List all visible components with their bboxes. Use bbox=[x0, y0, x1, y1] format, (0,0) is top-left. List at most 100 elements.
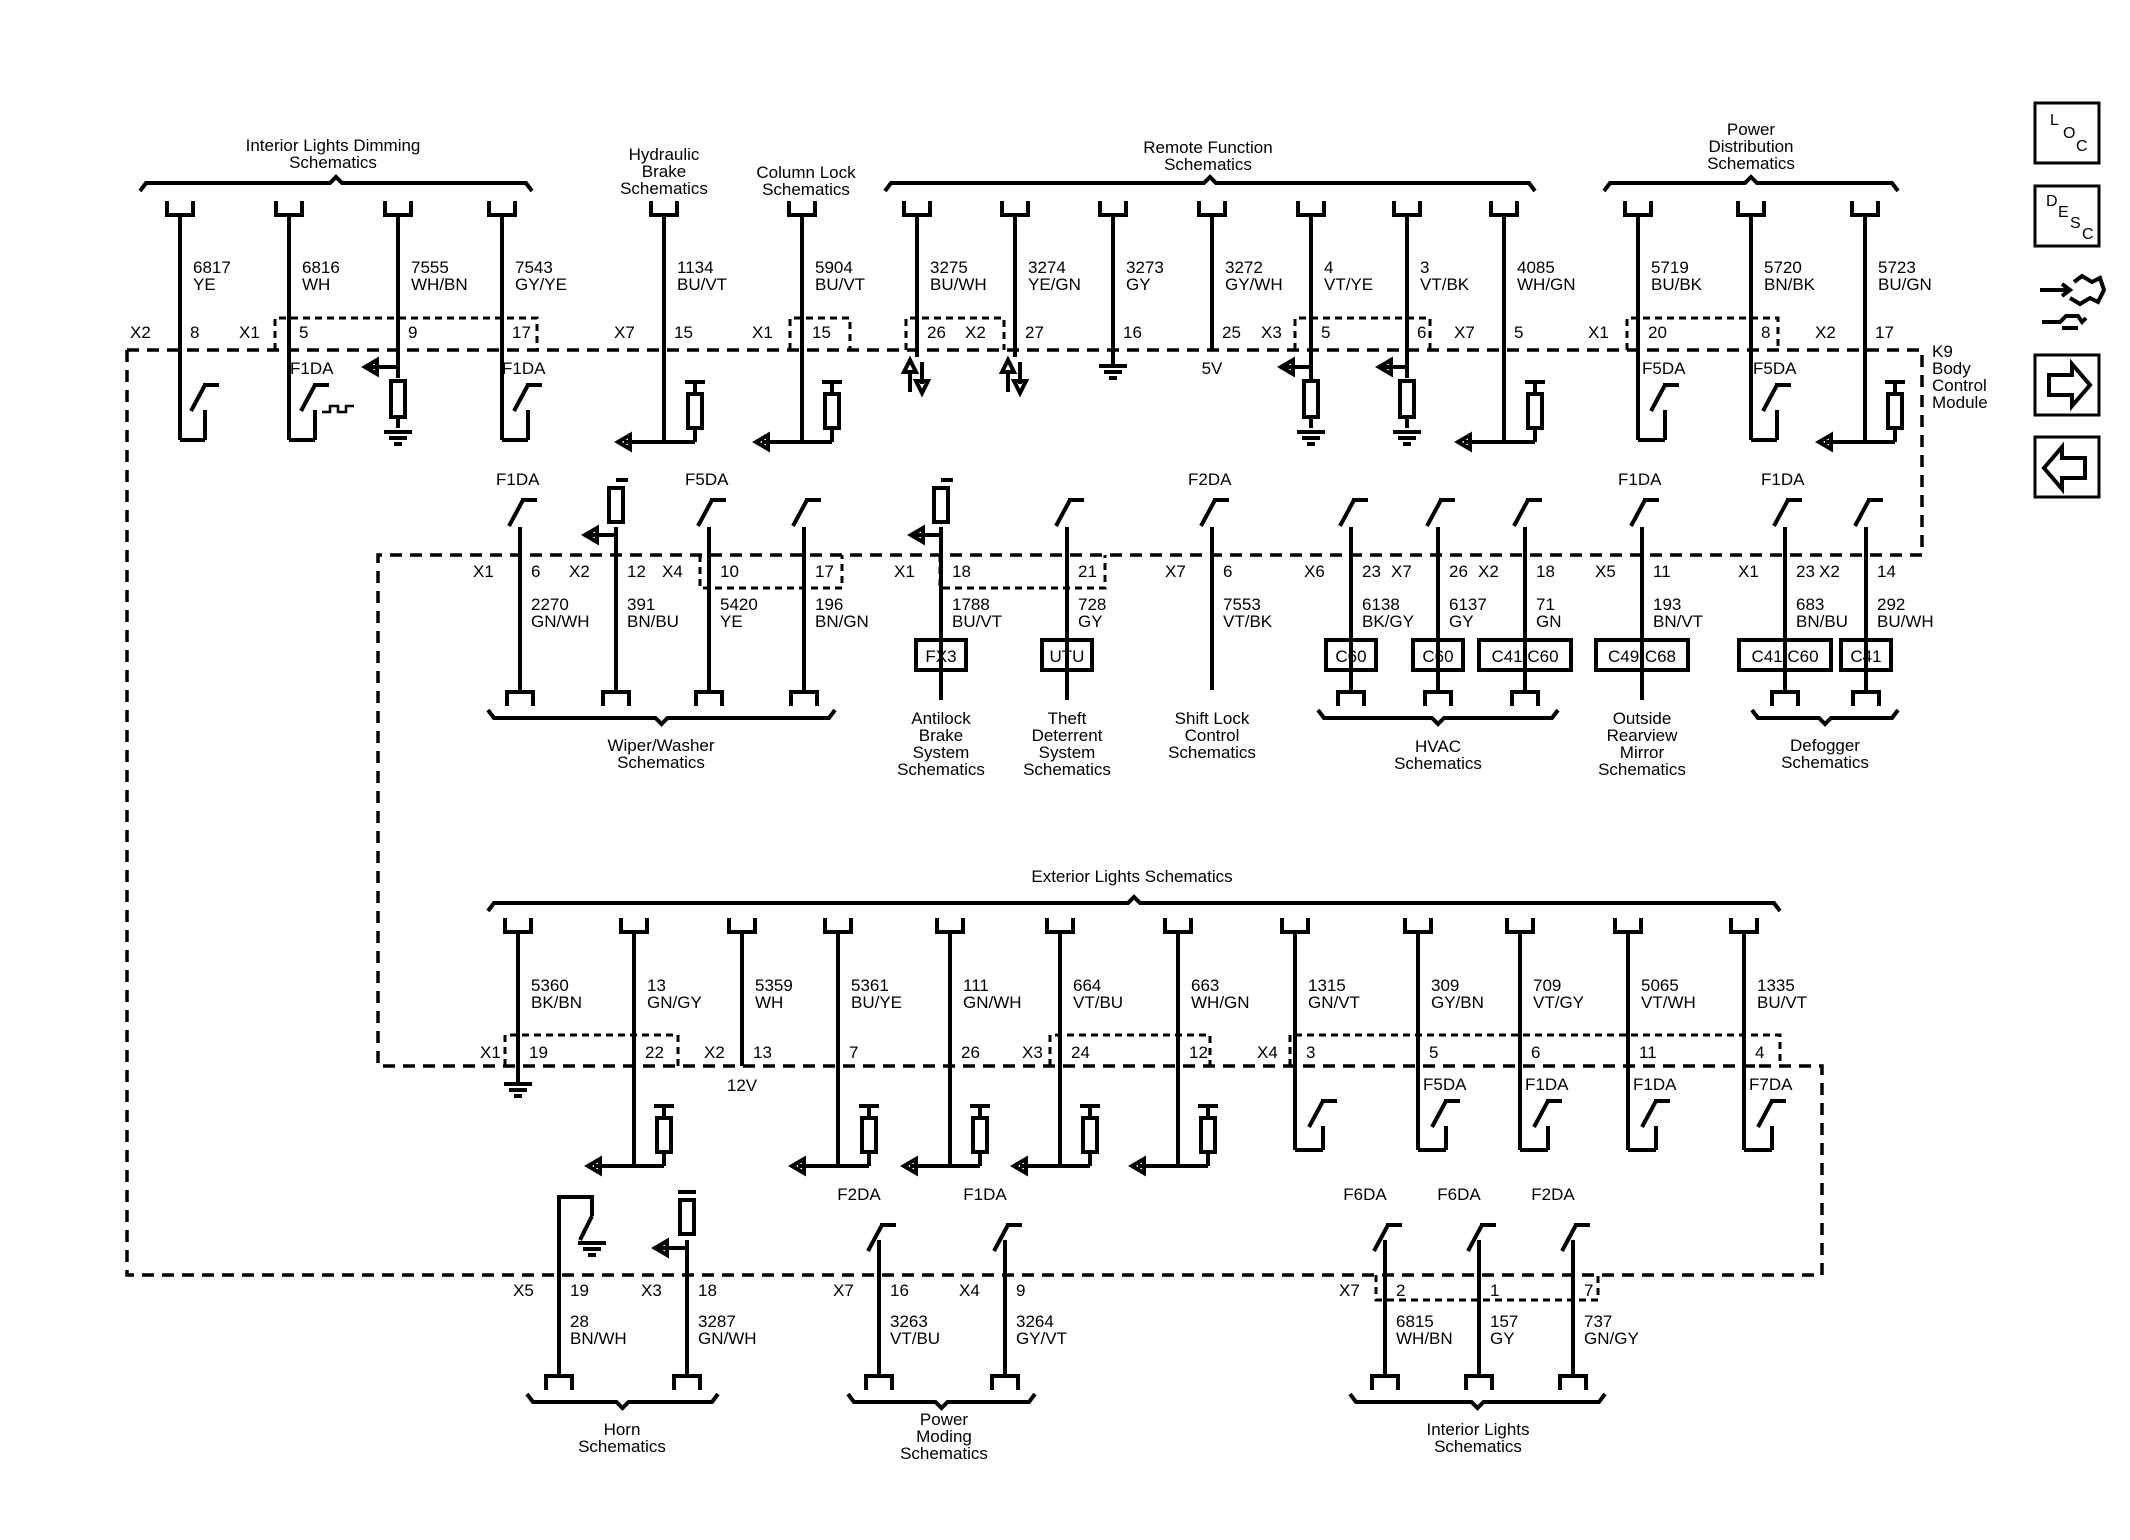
connector-outline bbox=[1374, 1275, 1600, 1302]
connector-id: X1 bbox=[894, 562, 915, 581]
switch-icon bbox=[1338, 499, 1356, 527]
connector-id: X7 bbox=[1391, 562, 1412, 581]
circuit-label: F2DA bbox=[1188, 470, 1232, 489]
group-label: Schematics bbox=[1168, 743, 1256, 762]
pin-number: 6 bbox=[531, 562, 540, 581]
circuit-number: 5361 bbox=[851, 976, 889, 995]
wire-color: WH bbox=[302, 275, 330, 294]
connector-id: X7 bbox=[1339, 1281, 1360, 1300]
connector-id: X5 bbox=[1595, 562, 1616, 581]
wire-color: WH/GN bbox=[1191, 993, 1250, 1012]
loc-button[interactable]: LOC bbox=[2033, 101, 2101, 165]
module-name: K9 bbox=[1932, 342, 1953, 361]
arrow-icon bbox=[788, 1155, 806, 1177]
connector-id: X1 bbox=[1588, 323, 1609, 342]
switch-icon bbox=[1629, 499, 1647, 527]
connector-terminal-icon bbox=[694, 690, 724, 706]
circuit-number: 1335 bbox=[1757, 976, 1795, 995]
circuit-number: 157 bbox=[1490, 1312, 1518, 1331]
pin-number: 14 bbox=[1877, 562, 1896, 581]
group-label: Outside bbox=[1613, 709, 1672, 728]
group-label: Control bbox=[1185, 726, 1240, 745]
circuit-number: 391 bbox=[627, 595, 655, 614]
pin-number: 26 bbox=[1449, 562, 1468, 581]
group-label: Defogger bbox=[1790, 736, 1860, 755]
group-label: Exterior Lights Schematics bbox=[1031, 867, 1232, 886]
group-label: Power bbox=[1727, 120, 1776, 139]
circuit-label: F7DA bbox=[1749, 1075, 1793, 1094]
group-brace bbox=[883, 174, 1537, 193]
connector-terminal-icon bbox=[902, 201, 932, 217]
group-label: Shift Lock bbox=[1175, 709, 1250, 728]
connector-outline bbox=[904, 316, 1006, 350]
switch-icon bbox=[992, 1224, 1010, 1252]
connector-terminal-icon bbox=[1336, 690, 1366, 706]
circuit-label: F1DA bbox=[1633, 1075, 1677, 1094]
circuit-number: 3273 bbox=[1126, 258, 1164, 277]
wire-color: GN bbox=[1536, 612, 1562, 631]
arrow-icon bbox=[912, 379, 932, 398]
wire-color: GN/GY bbox=[1584, 1329, 1639, 1348]
connector-terminal-icon bbox=[1850, 201, 1880, 217]
switch-icon bbox=[1756, 1100, 1774, 1128]
arrow-icon bbox=[1375, 356, 1393, 378]
resistor-icon bbox=[389, 379, 407, 419]
switch-icon bbox=[1307, 1100, 1325, 1128]
connector-terminal-icon bbox=[383, 201, 413, 217]
circuit-number: 3263 bbox=[890, 1312, 928, 1331]
wire-color: GN/WH bbox=[531, 612, 590, 631]
connector-id: X2 bbox=[1819, 562, 1840, 581]
horn-switch-icon bbox=[557, 1195, 594, 1240]
switch-icon bbox=[1054, 499, 1072, 527]
connector-view-button[interactable] bbox=[2040, 273, 2107, 330]
switch-icon bbox=[1512, 499, 1530, 527]
next-page-button[interactable] bbox=[2033, 353, 2101, 417]
pin-number: 17 bbox=[512, 323, 531, 342]
pin-number: 18 bbox=[952, 562, 971, 581]
previous-page-button[interactable] bbox=[2033, 435, 2101, 499]
connector-terminal-icon bbox=[1623, 201, 1653, 217]
pin-number: 2 bbox=[1396, 1281, 1405, 1300]
circuit-number: 71 bbox=[1536, 595, 1555, 614]
pin-number: 10 bbox=[720, 562, 739, 581]
wire-color: VT/BK bbox=[1420, 275, 1470, 294]
body-control-module-outline bbox=[125, 348, 1924, 1277]
resistor-icon bbox=[1302, 379, 1320, 419]
group-brace bbox=[138, 174, 534, 193]
connector-name: C60 bbox=[1422, 647, 1453, 666]
circuit-number: 2270 bbox=[531, 595, 569, 614]
connector-terminal-icon bbox=[1489, 201, 1519, 217]
wire-color: YE/GN bbox=[1028, 275, 1081, 294]
switch-icon bbox=[1640, 1100, 1658, 1128]
connector-outline bbox=[698, 555, 844, 590]
resistor-icon bbox=[655, 1116, 673, 1154]
pin-number: 13 bbox=[753, 1043, 772, 1062]
connector-id: X4 bbox=[662, 562, 683, 581]
circuit-number: 7553 bbox=[1223, 595, 1261, 614]
group-label: Schematics bbox=[620, 179, 708, 198]
resistor-icon bbox=[607, 486, 625, 524]
arrows-icon bbox=[2040, 282, 2074, 298]
resistor-icon bbox=[860, 1116, 878, 1154]
pin-number: 11 bbox=[1653, 562, 1671, 581]
pin-number: 4 bbox=[1755, 1043, 1764, 1062]
pin-number: 11 bbox=[1639, 1043, 1657, 1062]
group-label: Brake bbox=[919, 726, 963, 745]
wire-color: GY bbox=[1449, 612, 1474, 631]
desc-letter: S bbox=[2070, 215, 2081, 232]
arrow-icon bbox=[752, 431, 770, 453]
circuit-number: 7555 bbox=[411, 258, 449, 277]
connector-terminal-icon bbox=[1505, 918, 1535, 934]
